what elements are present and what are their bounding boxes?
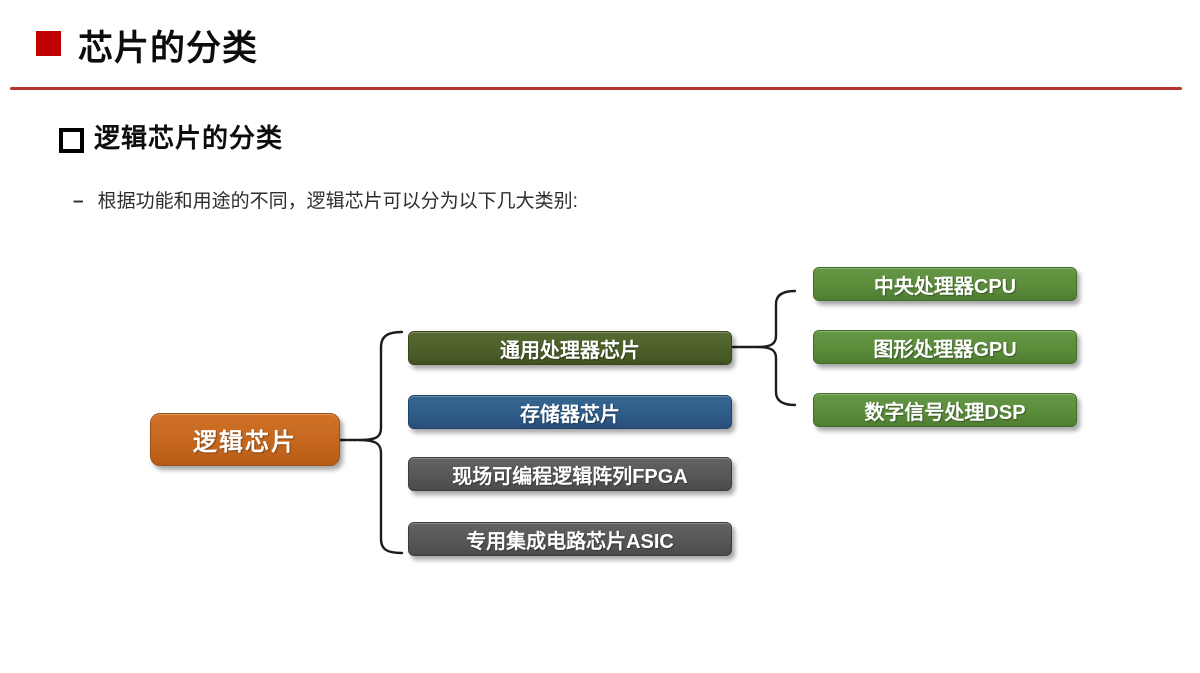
dash-bullet: –: [73, 191, 84, 212]
brace-level3-icon: [756, 289, 797, 407]
brace-level2-icon: [357, 330, 404, 555]
section-bullet-square-icon: [59, 128, 84, 153]
page-title: 芯片的分类: [78, 29, 259, 68]
node-gpu: 图形处理器GPU: [813, 330, 1077, 364]
node-dsp: 数字信号处理DSP: [813, 393, 1077, 427]
section-heading: 逻辑芯片的分类: [94, 123, 284, 153]
title-divider: [10, 87, 1182, 90]
title-bullet-square-icon: [36, 31, 61, 56]
node-memory-chip: 存储器芯片: [408, 395, 732, 429]
bullet-line: –根据功能和用途的不同，逻辑芯片可以分为以下几大类别:: [73, 186, 578, 213]
node-asic: 专用集成电路芯片ASIC: [408, 522, 732, 556]
node-cpu: 中央处理器CPU: [813, 267, 1077, 301]
bullet-text: 根据功能和用途的不同，逻辑芯片可以分为以下几大类别:: [97, 191, 578, 212]
node-logic-chip: 逻辑芯片: [150, 413, 340, 466]
node-general-processor-chip: 通用处理器芯片: [408, 331, 732, 365]
node-fpga: 现场可编程逻辑阵列FPGA: [408, 457, 732, 491]
